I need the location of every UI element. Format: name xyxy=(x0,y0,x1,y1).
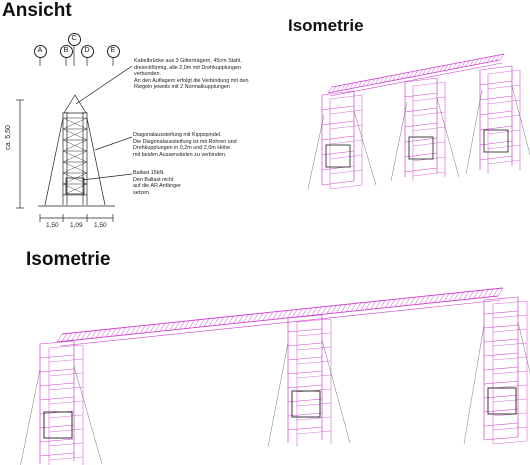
axis-label-e: E xyxy=(110,47,116,54)
axis-circle-b xyxy=(60,45,73,58)
axis-circle-c xyxy=(68,33,81,46)
width-dimension-middle: 1,09 xyxy=(70,222,83,229)
axis-label-c: C xyxy=(71,35,77,42)
axis-label-b: B xyxy=(63,47,69,54)
bridge-note: Kabelbrücke aus 3 Gitterträgern, 45cm St… xyxy=(134,58,249,91)
isometric-heading-top: Isometrie xyxy=(288,16,364,35)
width-dimension-left: 1,50 xyxy=(46,222,59,229)
bracing-note: Diagonalaussteifung mit Kippspindel. Die… xyxy=(133,132,237,158)
view-heading: Ansicht xyxy=(2,0,72,21)
axis-circle-a xyxy=(34,45,47,58)
ballast-note: Ballast 15kN. Den Ballast nicht auf die … xyxy=(133,170,181,196)
axis-label-a: A xyxy=(37,47,43,54)
axis-label-d: D xyxy=(84,47,90,54)
isometric-heading-bottom: Isometrie xyxy=(26,249,111,270)
axis-circle-e xyxy=(107,45,120,58)
width-dimension-right: 1,50 xyxy=(94,222,107,229)
axis-circle-d xyxy=(81,45,94,58)
